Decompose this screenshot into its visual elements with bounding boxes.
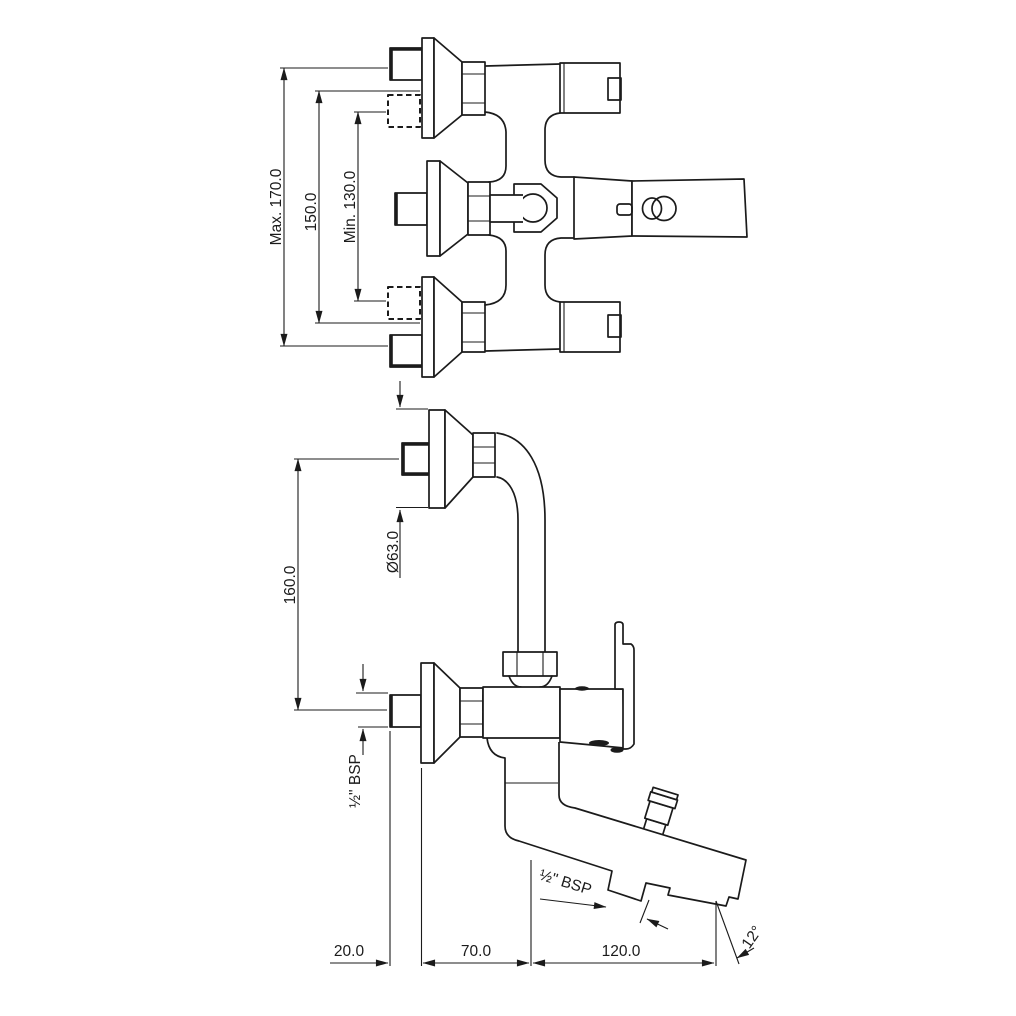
plan-view [387,37,748,378]
inlet-flange-bottom [389,276,486,378]
dim-bottom-chain: 20.0 70.0 120.0 [330,768,717,967]
inlet-flange-middle [394,160,491,257]
handle-bottom-notch [607,314,622,338]
dim-label-12deg: 12° [739,923,766,952]
handle-block-elevation [559,688,625,749]
spout-taper-plan [573,176,633,240]
mixer-body-elevation [482,621,747,907]
dim-max-170: Max. 170.0 [268,67,388,347]
handle-top-notch [607,77,622,101]
dim-label-max-170: Max. 170.0 [268,168,285,245]
hidden-inlet-bottom [387,286,421,320]
elbow-hex-nut [502,651,558,677]
elbow-outer [496,432,546,653]
dim-inlet-thread: ½" BSP [347,664,388,808]
elbow-inner [496,476,519,653]
hidden-inlet-top [387,94,421,128]
dim-label-20: 20.0 [334,943,365,960]
spout-barrel-plan [631,178,748,238]
dim-label-150: 150.0 [303,192,320,231]
elevation-view [389,409,747,966]
dim-150: 150.0 [303,90,420,324]
body-block [482,686,561,739]
dim-label-inlet-thread: ½" BSP [347,754,364,808]
inlet-flange-elevation [389,662,497,764]
connecting-pipe-plan [489,194,523,223]
mixer-body-plan [484,63,575,352]
dim-label-70: 70.0 [461,943,492,960]
dim-flange-diameter: Ø63.0 [385,381,428,578]
shower-outlet-elbow [401,409,558,688]
inlet-flange-top [389,37,486,139]
dim-spout-angle: 12° [715,900,766,965]
handle-top-plan [559,62,622,114]
diverter-knob-plan-outer [651,195,677,222]
dim-label-handshower-thread: ½" BSP [537,867,593,899]
handle-bottom-plan [559,301,622,353]
lever-handle [614,621,635,750]
dim-label-min-130: Min. 130.0 [342,170,359,243]
spout-tab [616,203,633,216]
diverter-knob-plan-inner [641,197,663,220]
dim-160: 160.0 [282,458,399,711]
dim-label-flange-diameter: Ø63.0 [385,531,402,574]
spout-outline [486,737,747,907]
dim-label-120: 120.0 [602,943,641,960]
spout-plan [489,176,748,240]
pipe-end-circle [518,193,548,223]
dim-min-130: Min. 130.0 [342,111,386,302]
dim-label-160: 160.0 [282,565,299,604]
elbow-neck [508,675,553,688]
diverter-knob [642,786,679,837]
